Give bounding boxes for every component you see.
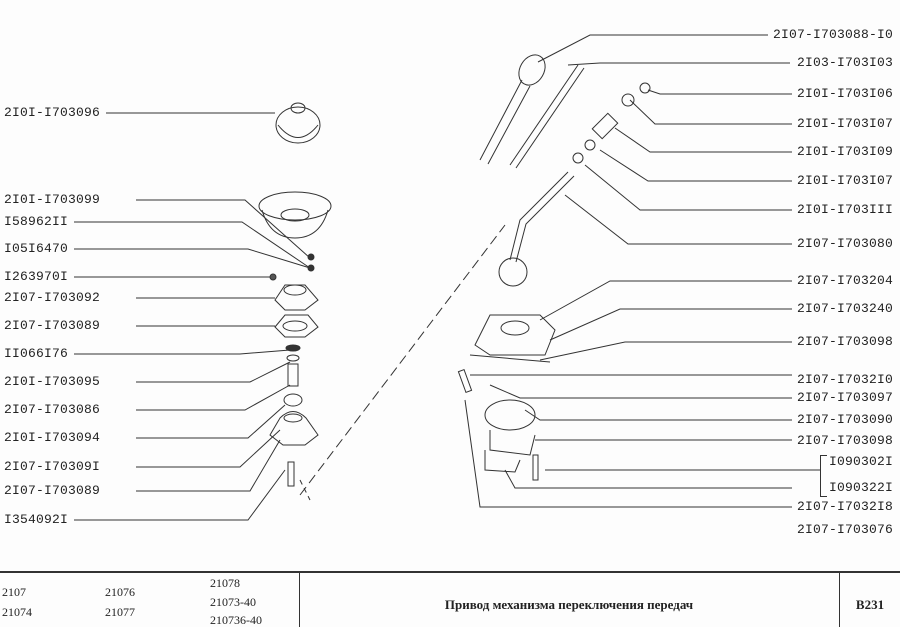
part-number-label: 2I0I-I703III	[796, 202, 893, 217]
part-number-label: 2I07-I703098	[796, 334, 893, 349]
part-number-label: I263970I	[4, 269, 69, 284]
part-number-label: I090322I	[828, 480, 893, 495]
sheet-number: B231	[855, 597, 885, 612]
part-number-label: I58962II	[4, 214, 69, 229]
nut-part	[639, 82, 651, 94]
nut-part	[584, 139, 596, 151]
screw-part	[532, 454, 539, 481]
part-number-label: 2I07-I703076	[796, 522, 893, 537]
ring-part	[269, 273, 277, 281]
bolt-part	[287, 461, 295, 487]
part-number-label: 2I07-I70309I	[4, 459, 101, 474]
locknut-part	[572, 152, 584, 164]
model-code: 210736-40	[210, 613, 262, 627]
part-number-label: 2I07-I703086	[4, 402, 101, 417]
model-code: 21073-40	[210, 595, 256, 609]
part-number-label: 2I07-I703204	[796, 273, 893, 288]
title-block: 2107 21074 21076 21077 21078 21073-40 21…	[0, 571, 900, 627]
part-number-label: 2I07-I703089	[4, 318, 101, 333]
part-number-label: 2I0I-I703095	[4, 374, 101, 389]
part-number-label: 2I07-I703090	[796, 412, 893, 427]
washer-part	[307, 264, 315, 272]
ball-part	[498, 257, 528, 287]
exploded-view-drawing	[74, 34, 820, 521]
part-number-label: 2I07-I7032I0	[796, 372, 893, 387]
part-number-label: 2I0I-I703094	[4, 430, 101, 445]
part-number-label: I354092I	[4, 512, 69, 527]
left-leader-lines	[74, 112, 311, 521]
part-number-label: 2I0I-I703I07	[796, 173, 893, 188]
model-code: 21074	[2, 605, 32, 619]
divider	[299, 573, 300, 627]
part-number-label: 2I0I-I703I06	[796, 86, 893, 101]
gasket-part	[469, 354, 551, 363]
rod-part	[509, 64, 585, 169]
spring-part	[287, 363, 299, 387]
washer-part	[307, 253, 315, 261]
plunger-part	[283, 393, 303, 407]
cover-part	[274, 284, 319, 311]
part-number-label: 2I03-I703I03	[796, 55, 893, 70]
part-number-label: 2I07-I703080	[796, 236, 893, 251]
part-number-label: 2I07-I703088-I0	[772, 27, 893, 42]
model-code: 21078	[210, 576, 240, 590]
part-number-label: 2I0I-I703099	[4, 192, 101, 207]
model-code: 21076	[105, 585, 135, 599]
part-number-label: 2I07-I703089	[4, 483, 101, 498]
part-number-label: I090302I	[828, 454, 893, 469]
part-number-label: 2I07-I703098	[796, 433, 893, 448]
knob-cap-part	[275, 102, 321, 144]
part-number-label: I05I6470	[4, 241, 69, 256]
lever-part	[509, 171, 575, 263]
nut-part	[621, 93, 635, 107]
bracket-part	[484, 450, 521, 473]
housing-part	[269, 411, 319, 446]
seat-part	[286, 354, 300, 362]
alternative-parts-bracket	[820, 455, 827, 497]
part-number-label: 2I07-I703240	[796, 301, 893, 316]
part-number-label: II066I76	[4, 346, 69, 361]
divider	[839, 573, 840, 627]
model-code: 21077	[105, 605, 135, 619]
right-parts	[457, 54, 651, 481]
assembly-axis-line	[299, 224, 506, 496]
part-number-label: 2I07-I7032I8	[796, 499, 893, 514]
lever-knob-part	[479, 54, 546, 165]
boot-part	[258, 191, 332, 239]
spring-pin-part	[457, 368, 473, 394]
part-number-label: 2I0I-I703096	[4, 105, 101, 120]
part-number-label: 2I0I-I703I07	[796, 116, 893, 131]
lever-housing-part	[474, 314, 556, 356]
part-number-label: 2I0I-I703I09	[796, 144, 893, 159]
drawing-title: Привод механизма переключения передач	[444, 597, 694, 612]
right-leader-lines	[464, 34, 820, 508]
model-code: 2107	[2, 585, 26, 599]
seal-part	[285, 344, 301, 352]
part-number-label: 2I07-I703092	[4, 290, 101, 305]
gasket-part	[274, 314, 319, 338]
part-number-label: 2I07-I703097	[796, 390, 893, 405]
left-parts	[258, 102, 332, 501]
guide-plate-part	[484, 399, 536, 456]
coupling-part	[591, 112, 619, 140]
